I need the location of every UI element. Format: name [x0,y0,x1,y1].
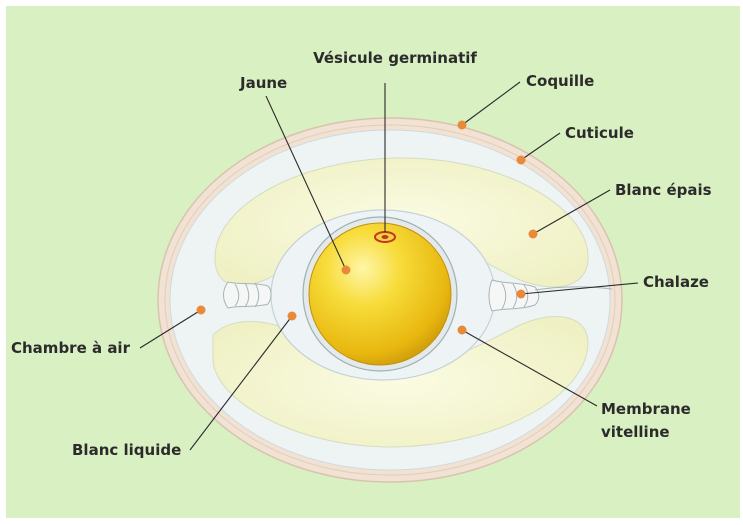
label-blanc-epais: Blanc épais [615,181,712,199]
label-blanc-liquide: Blanc liquide [72,441,181,459]
marker-coquille [458,121,467,130]
label-membrane-line1: Membrane [601,400,691,418]
marker-chambre-air [197,306,206,315]
label-cuticule: Cuticule [565,124,634,142]
label-membrane-line2: vitelline [601,423,670,441]
label-coquille: Coquille [526,72,594,90]
label-chambre-air: Chambre à air [11,339,131,357]
label-jaune: Jaune [239,74,287,92]
yolk [309,223,451,365]
label-vesicule: Vésicule germinatif [313,49,477,67]
label-chalaze: Chalaze [643,273,709,291]
marker-blanc-epais [529,230,538,239]
marker-cuticule [517,156,526,165]
germinal-vesicle-core [382,235,389,239]
marker-membrane [458,326,467,335]
marker-blanc-liquide [288,312,297,321]
left-chalaza [224,282,272,308]
marker-jaune [342,266,351,275]
marker-chalaze [517,290,526,299]
